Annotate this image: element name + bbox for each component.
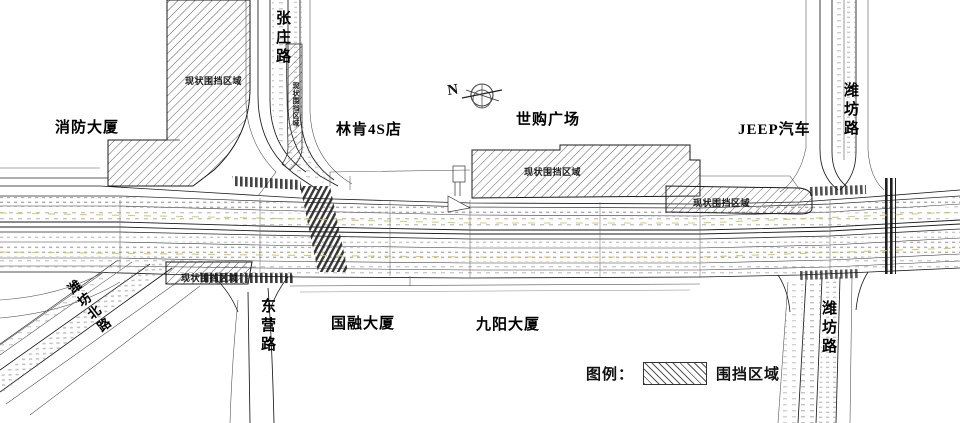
barrier-label-zhangzhuang-north: 现状围挡区域	[185, 76, 243, 86]
road-label-weifang-lu-north: 潍坊路	[842, 82, 858, 139]
north-arrow: N	[444, 74, 504, 125]
road-label-dongying-lu: 东营路	[259, 298, 275, 355]
hatched-barrier-swatch	[643, 362, 708, 385]
legend: 图例： 围挡区域	[586, 362, 780, 385]
building-label-lincoln-4s: 林肯4S店	[336, 122, 402, 138]
barrier-polygons	[107, 0, 813, 285]
legend-entry-label: 围挡区域	[716, 367, 781, 383]
road-label-weifang-lu-south: 潍坊路	[820, 300, 836, 357]
building-label-xiaofang: 消防大厦	[55, 120, 120, 136]
legend-title: 图例：	[586, 367, 635, 383]
road-label-zhangzhuang-lu: 张庄路	[274, 10, 290, 67]
building-label-guorong: 国融大厦	[331, 316, 396, 332]
building-label-shigou-plaza: 世购广场	[516, 112, 581, 128]
barrier-label-zhangzhuang-east: 现状围挡区域	[292, 82, 300, 127]
north-letter: N	[446, 82, 459, 99]
building-label-jeep: JEEP汽车	[738, 122, 811, 138]
barrier-label-shigou-plaza: 现状围挡区域	[524, 167, 582, 177]
barrier-label-jeep: 现状围挡区域	[693, 198, 751, 208]
barrier-label-dongying-corner: 现状围挡区域	[181, 273, 239, 283]
building-label-jiuyang: 九阳大厦	[476, 317, 541, 333]
